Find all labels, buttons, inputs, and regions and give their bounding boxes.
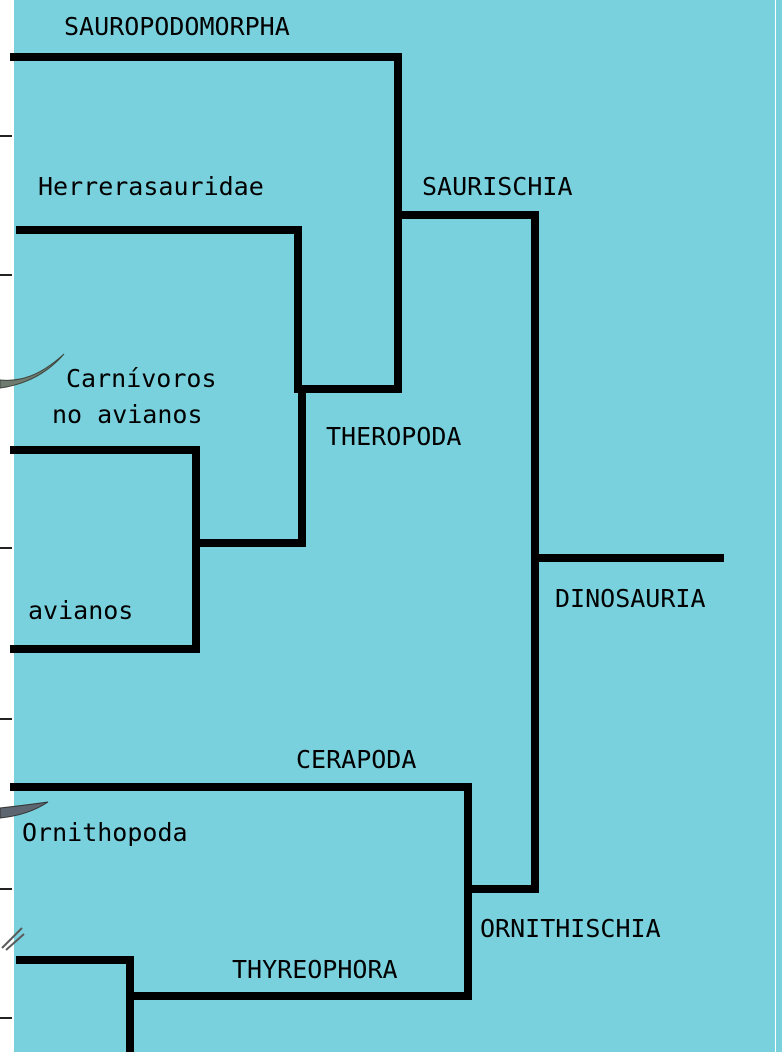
branch-sauropodomorpha bbox=[10, 53, 402, 219]
margin-tick bbox=[0, 718, 12, 720]
label-dinosauria: DINOSAURIA bbox=[555, 584, 706, 613]
branch-avianos bbox=[10, 539, 200, 653]
margin-tick bbox=[0, 888, 12, 890]
label-saurischia: SAURISCHIA bbox=[422, 172, 573, 201]
margin-tick bbox=[0, 1017, 12, 1019]
label-ornithopoda: Ornithopoda bbox=[22, 818, 188, 847]
branch-theropoda bbox=[196, 385, 306, 547]
dinosaur-tail-image bbox=[0, 353, 65, 389]
label-herrerasauridae: Herrerasauridae bbox=[38, 172, 264, 201]
margin-tick bbox=[0, 547, 12, 549]
branch-saurischia bbox=[394, 211, 539, 559]
branch-thyreophora-tip bbox=[16, 956, 134, 1052]
label-thyreophora: THYREOPHORA bbox=[232, 955, 398, 984]
branch-herrerasauridae bbox=[16, 226, 302, 393]
branch-ornithischia bbox=[464, 551, 539, 893]
label-cerapoda: CERAPODA bbox=[296, 745, 417, 774]
branch-carnivoros bbox=[10, 446, 200, 547]
label-sauropodomorpha: SAUROPODOMORPHA bbox=[64, 12, 290, 41]
label-theropoda: THEROPODA bbox=[326, 422, 462, 451]
label-carnivoros-line1: Carnívoros bbox=[66, 364, 217, 393]
branch-saurischia-inner bbox=[298, 211, 402, 393]
dinosaur-tail-image bbox=[0, 801, 49, 819]
label-ornithischia: ORNITHISCHIA bbox=[480, 914, 661, 943]
label-avianos: avianos bbox=[28, 596, 134, 625]
right-border bbox=[776, 0, 782, 1052]
branch-cerapoda bbox=[10, 783, 472, 1000]
margin-tick bbox=[0, 274, 12, 276]
dinosaur-fragment-image bbox=[1, 927, 25, 951]
label-carnivoros-line2: no avianos bbox=[52, 400, 203, 429]
margin-tick bbox=[0, 135, 12, 137]
